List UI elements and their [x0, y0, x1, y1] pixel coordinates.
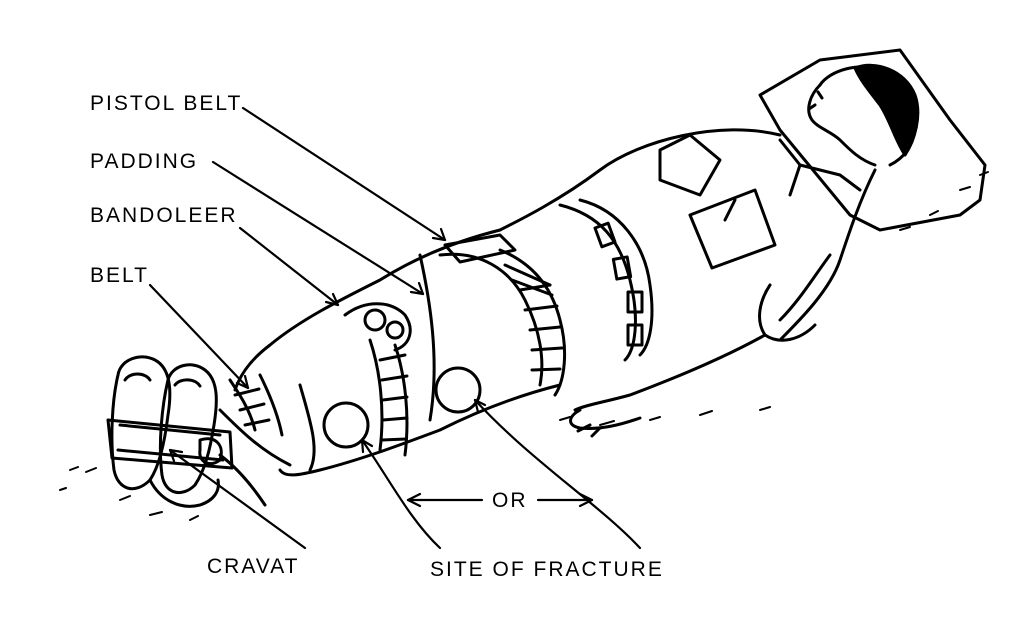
padding-label: PADDING [90, 150, 199, 173]
ankle-belt-drawing [218, 373, 292, 467]
leader-lines [148, 106, 642, 550]
cravat-drawing [106, 418, 267, 507]
belt-label: BELT [90, 264, 149, 287]
bandoleer-label: BANDOLEER [90, 204, 238, 227]
belt-leader [148, 283, 250, 390]
pistol-belt-leader [241, 106, 447, 242]
site-of-fracture-label: SITE OF FRACTURE [430, 558, 664, 581]
boots [110, 355, 220, 508]
bandoleer-ties [343, 302, 412, 457]
or-label: OR [489, 490, 531, 511]
pistol-belt-label: PISTOL BELT [90, 92, 243, 115]
ground-texture [59, 171, 989, 521]
torso [498, 128, 877, 342]
pillow [758, 48, 987, 232]
cravat-leader [168, 448, 307, 550]
site-leader-knee [360, 438, 442, 550]
fracture-site-knee [322, 401, 370, 449]
pistol-belt-drawing [558, 198, 654, 362]
head [807, 63, 920, 167]
padding-leader [211, 160, 425, 296]
fracture-site-thigh [434, 366, 482, 414]
bandoleer-leader [238, 226, 340, 307]
site-leader-thigh [473, 398, 642, 550]
padding-wrap [438, 233, 566, 397]
arm [569, 253, 832, 438]
cravat-label: CRAVAT [207, 555, 300, 578]
